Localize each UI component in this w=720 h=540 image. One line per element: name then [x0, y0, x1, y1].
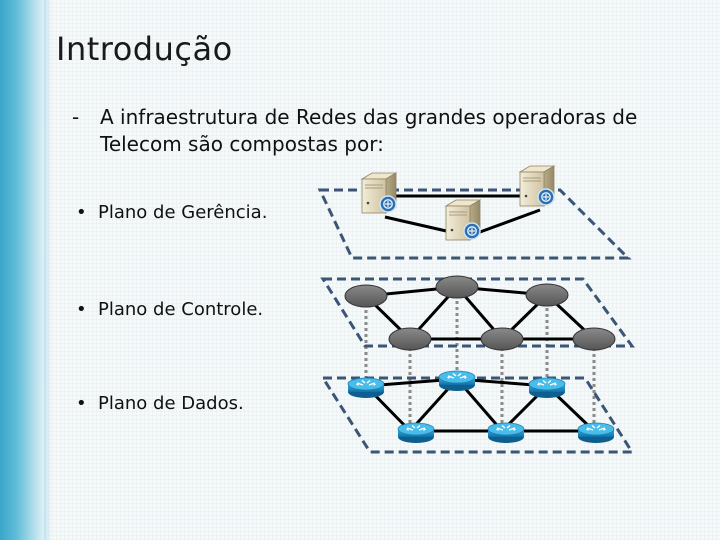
- server-icon: [445, 199, 481, 241]
- bullet-prefix: Plano de: [98, 393, 182, 414]
- accent-side-bar: [0, 0, 52, 540]
- intro-paragraph: - A infraestrutura de Redes das grandes …: [72, 104, 692, 158]
- server-icon: [361, 172, 397, 214]
- slide-title: Introdução: [56, 30, 233, 68]
- bullet-suffix: .: [261, 202, 268, 223]
- bullet-marker: •: [76, 393, 87, 414]
- bullet-suffix: .: [257, 299, 264, 320]
- bullet-marker: •: [76, 202, 87, 223]
- router-icon: [487, 422, 525, 444]
- controller-node: [525, 283, 569, 307]
- bullet-prefix: Plano de: [98, 202, 182, 223]
- router-icon: [528, 377, 566, 399]
- intro-dash-marker: -: [72, 105, 80, 129]
- bullet-term: Controle: [181, 299, 258, 320]
- intro-text: A infraestrutura de Redes das grandes op…: [100, 105, 638, 156]
- router-icon: [577, 422, 615, 444]
- bullet-term: Gerência: [181, 202, 262, 223]
- bullet-prefix: Plano de: [98, 299, 182, 320]
- bullet-suffix: .: [237, 393, 244, 414]
- router-icon: [347, 377, 385, 399]
- router-icon: [438, 370, 476, 392]
- management-plane: [317, 188, 632, 260]
- plane-connectors: [364, 295, 596, 430]
- bullet-management-plane: • Plano de Gerência.: [76, 202, 267, 223]
- controller-node: [344, 284, 388, 308]
- control-plane: [320, 277, 635, 348]
- data-plane: [320, 376, 635, 454]
- controller-node: [388, 327, 432, 351]
- bullet-marker: •: [76, 299, 87, 320]
- link-line: [384, 215, 456, 235]
- bullet-term: Dados: [181, 393, 238, 414]
- controller-node: [572, 327, 616, 351]
- bullet-data-plane: • Plano de Dados.: [76, 393, 244, 414]
- controller-node: [480, 327, 524, 351]
- server-icon: [519, 165, 555, 207]
- controller-node: [435, 275, 479, 299]
- router-icon: [397, 422, 435, 444]
- link-line: [479, 208, 541, 234]
- bullet-control-plane: • Plano de Controle.: [76, 299, 263, 320]
